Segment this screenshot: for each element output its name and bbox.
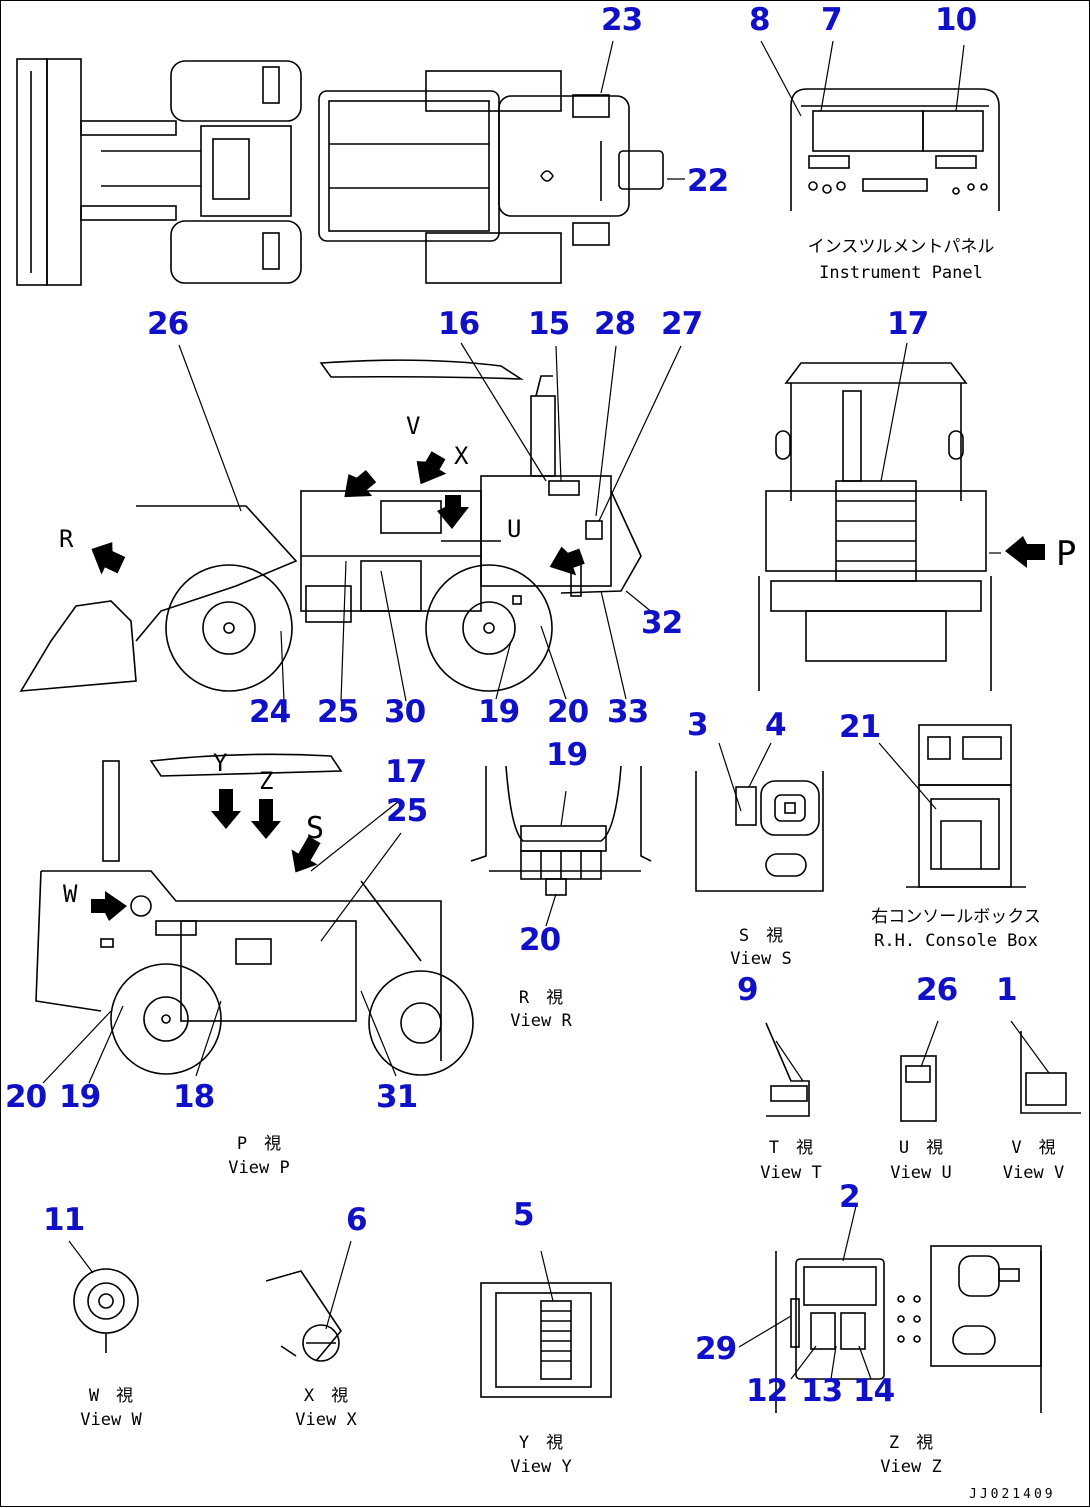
caption-view-z-en: View Z <box>880 1457 942 1477</box>
caption-console-en: R.H. Console Box <box>874 931 1038 951</box>
callout-5: 5 <box>513 1197 535 1233</box>
callout-27: 27 <box>661 306 703 342</box>
callout-3: 3 <box>687 707 709 743</box>
callout-20-view-r: 20 <box>519 922 561 958</box>
callout-17-view-p: 17 <box>385 754 427 790</box>
caption-view-t-en: View T <box>760 1163 822 1183</box>
callout-24: 24 <box>249 694 291 730</box>
callout-32: 32 <box>641 605 683 641</box>
caption-instrument-panel-en: Instrument Panel <box>819 263 983 283</box>
caption-instrument-panel-jp: インスツルメントパネル <box>807 237 995 257</box>
callout-12: 12 <box>746 1373 788 1409</box>
callout-26-side: 26 <box>147 306 189 342</box>
view-r-drawing <box>470 765 652 927</box>
view-letter-u: U <box>507 515 522 543</box>
callout-25-view-p: 25 <box>386 793 428 829</box>
caption-view-p-jp: P 視 <box>236 1134 282 1154</box>
callout-25-side: 25 <box>317 694 359 730</box>
callout-1: 1 <box>996 972 1018 1008</box>
caption-view-w-en: View W <box>80 1410 142 1430</box>
callout-21: 21 <box>839 709 881 745</box>
caption-console-jp: 右コンソールボックス <box>871 907 1041 927</box>
caption-view-v-jp: V 視 <box>1011 1138 1056 1158</box>
callout-2: 2 <box>839 1179 861 1215</box>
view-tuv-drawings <box>765 1020 1081 1122</box>
callout-11: 11 <box>43 1202 85 1238</box>
callout-22: 22 <box>687 163 729 199</box>
view-letter-z: Z <box>259 767 274 795</box>
callout-18: 18 <box>173 1079 215 1115</box>
rear-view-drawing <box>758 342 1001 691</box>
caption-view-v-en: View V <box>1002 1163 1065 1183</box>
view-letter-r: R <box>59 525 74 553</box>
document-id: JJ021409 <box>969 1487 1056 1502</box>
callout-16: 16 <box>438 306 480 342</box>
callout-10: 10 <box>935 2 977 38</box>
view-z-drawing <box>738 1205 1042 1413</box>
callout-4: 4 <box>765 707 787 743</box>
side-view-drawing <box>19 342 682 702</box>
callout-9: 9 <box>737 972 759 1008</box>
callout-7: 7 <box>821 2 843 38</box>
caption-view-u-jp: U 視 <box>898 1138 944 1158</box>
caption-view-z-jp: Z 視 <box>888 1433 934 1453</box>
console-box-drawing <box>878 724 1026 888</box>
view-s-drawing <box>695 742 824 892</box>
callout-30: 30 <box>384 694 426 730</box>
caption-view-s-jp: S 視 <box>738 926 784 946</box>
view-letter-s: S <box>306 811 325 846</box>
callout-33: 33 <box>607 694 649 730</box>
caption-view-y-jp: Y 視 <box>518 1433 564 1453</box>
callout-28: 28 <box>594 306 636 342</box>
caption-view-r-jp: R 視 <box>518 988 564 1008</box>
callout-6: 6 <box>346 1202 368 1238</box>
callout-19-view-r: 19 <box>546 737 588 773</box>
view-letter-x: X <box>454 442 469 470</box>
caption-view-w-jp: W 視 <box>88 1386 134 1406</box>
top-view-drawing <box>16 40 685 286</box>
callout-20-view-p: 20 <box>5 1079 47 1115</box>
caption-view-t-jp: T 視 <box>768 1138 814 1158</box>
caption-view-u-en: View U <box>890 1163 952 1183</box>
view-letter-v: V <box>406 412 421 440</box>
caption-view-x-jp: X 視 <box>303 1386 349 1406</box>
callout-17-rear: 17 <box>887 306 929 342</box>
callout-13: 13 <box>801 1373 843 1409</box>
caption-view-p-en: View P <box>228 1158 290 1178</box>
caption-view-s-en: View S <box>730 949 792 969</box>
callout-19-side: 19 <box>478 694 520 730</box>
view-letter-w: W <box>63 880 78 908</box>
callout-23: 23 <box>601 2 643 38</box>
callout-14: 14 <box>853 1373 895 1409</box>
callout-20-side: 20 <box>547 694 589 730</box>
direction-arrows <box>91 451 1045 921</box>
callout-8: 8 <box>749 2 771 38</box>
callout-26-view-u: 26 <box>916 972 958 1008</box>
callout-29: 29 <box>695 1331 737 1367</box>
caption-view-x-en: View X <box>295 1410 357 1430</box>
callout-15: 15 <box>528 306 570 342</box>
view-y-drawing <box>480 1250 612 1398</box>
view-p-drawing <box>35 753 474 1084</box>
view-w-drawing <box>68 1240 139 1353</box>
callout-19-view-p: 19 <box>59 1079 101 1115</box>
instrument-panel-drawing <box>760 40 1000 211</box>
view-letter-p: P <box>1056 534 1077 574</box>
caption-view-r-en: View R <box>510 1011 572 1031</box>
view-x-drawing <box>265 1240 352 1362</box>
caption-view-y-en: View Y <box>510 1457 572 1477</box>
view-letter-y: Y <box>213 749 228 777</box>
callout-31: 31 <box>376 1079 418 1115</box>
